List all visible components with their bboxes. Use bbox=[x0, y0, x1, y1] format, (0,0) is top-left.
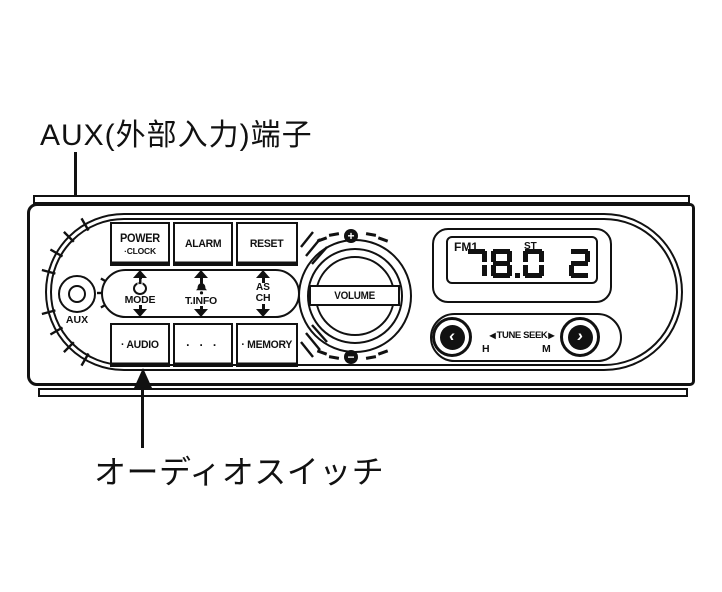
down-arrow-icon bbox=[133, 305, 147, 317]
left-triangle-icon: ◀ bbox=[489, 331, 496, 340]
memory-button: · MEMORY bbox=[236, 323, 298, 367]
seek-down-button: ‹ bbox=[432, 317, 472, 357]
right-triangle-icon: ▶ bbox=[548, 331, 555, 340]
chevron-left-icon: ‹ bbox=[439, 324, 465, 350]
audio-button-label: · AUDIO bbox=[121, 339, 159, 351]
aux-callout-label: AUX(外部入力)端子 bbox=[40, 119, 313, 152]
tinfo-label: T.INFO bbox=[184, 294, 218, 307]
up-arrow-icon bbox=[134, 368, 152, 388]
down-arrow-icon bbox=[194, 306, 208, 317]
preset-readout bbox=[569, 249, 590, 278]
alarm-button: ALARM bbox=[173, 222, 233, 266]
chevron-right-icon: › bbox=[567, 324, 593, 350]
up-arrow-icon bbox=[194, 270, 208, 283]
control-panel-outline-outer bbox=[45, 213, 683, 371]
tune-seek-label: ◀ TUNE SEEK ▶ bbox=[478, 330, 566, 341]
radio-display: FM1 ST bbox=[446, 236, 598, 284]
bell-icon bbox=[194, 281, 209, 296]
channel-control-column: AS CH bbox=[238, 270, 288, 317]
power-button-label: POWER bbox=[120, 232, 160, 245]
audio-button: · AUDIO bbox=[110, 323, 170, 367]
power-clock-button: POWER ·CLOCK bbox=[110, 222, 170, 266]
radio-bottom-edge bbox=[38, 388, 688, 397]
audio-callout-arrow-stem bbox=[141, 386, 144, 448]
reset-button-label: RESET bbox=[250, 238, 284, 250]
frequency-readout bbox=[466, 249, 544, 278]
stereo-indicator: ST bbox=[524, 241, 537, 252]
volume-knob-mid-ring bbox=[307, 248, 403, 344]
memory-button-label: · MEMORY bbox=[241, 339, 293, 351]
control-panel-outline-inner bbox=[50, 218, 678, 366]
aux-port-label: AUX bbox=[65, 314, 89, 326]
as-label: AS bbox=[256, 282, 270, 294]
tinfo-control-column: T.INFO bbox=[176, 270, 226, 317]
volume-minus-icon: − bbox=[344, 350, 358, 364]
aux-port bbox=[58, 275, 96, 313]
clock-button-sublabel: ·CLOCK bbox=[124, 245, 156, 256]
aux-jack-icon bbox=[68, 285, 86, 303]
mode-control-column: MODE bbox=[115, 270, 165, 317]
volume-knob-grip: VOLUME bbox=[309, 285, 400, 306]
power-clock-icon bbox=[133, 278, 147, 295]
ch-label: CH bbox=[255, 292, 271, 305]
tune-seek-text: TUNE SEEK bbox=[496, 330, 548, 341]
seek-m-label: M bbox=[542, 343, 551, 355]
reset-button: RESET bbox=[236, 222, 298, 266]
audio-callout-label: オーディオスイッチ bbox=[94, 454, 385, 490]
blank-button: · · · bbox=[173, 323, 233, 367]
volume-label: VOLUME bbox=[334, 289, 375, 302]
up-arrow-icon bbox=[256, 270, 270, 283]
up-arrow-icon bbox=[133, 270, 147, 283]
alarm-button-label: ALARM bbox=[184, 238, 222, 250]
seek-h-label: H bbox=[482, 343, 490, 355]
seek-up-button: › bbox=[560, 317, 600, 357]
mode-label: MODE bbox=[124, 293, 156, 306]
down-arrow-icon bbox=[256, 303, 270, 317]
volume-plus-icon: + bbox=[344, 229, 358, 243]
blank-button-label: · · · bbox=[186, 338, 220, 352]
